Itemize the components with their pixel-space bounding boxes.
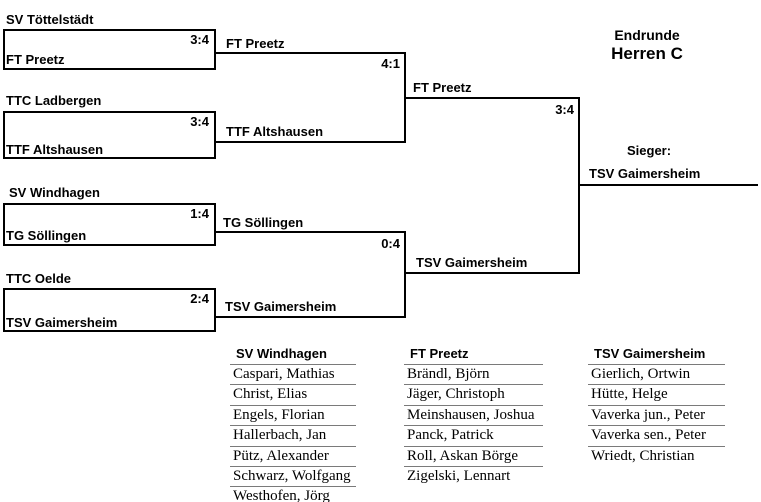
round1-match1-team1: SV Töttelstädt [6,12,94,27]
roster-player: Wriedt, Christian [591,447,695,464]
roster-header: FT Preetz [404,344,543,365]
final-bottom-line [406,272,580,274]
round1-match4-score: 2:4 [190,291,209,306]
final-score: 3:4 [555,102,574,117]
round1-match4-team2: TSV Gaimersheim [6,315,118,330]
winner-name: TSV Gaimersheim [589,166,701,181]
semifinal2-right-line [404,231,406,318]
round1-match2-team2: TTF Altshausen [6,142,104,157]
semifinal1-team1: FT Preetz [226,36,285,51]
roster-player: Meinshausen, Joshua [404,406,543,427]
round1-match3-team1: SV Windhagen [9,185,100,200]
roster-player: Hütte, Helge [588,385,725,406]
roster-player: Engels, Florian [230,406,356,427]
roster-header: TSV Gaimersheim [588,344,725,365]
event-title: Endrunde [614,27,680,43]
event-category: Herren C [611,44,683,63]
semifinal2-team1: TG Söllingen [223,215,304,230]
roster-player: Schwarz, Wolfgang [230,467,356,488]
roster-player: Hallerbach, Jan [230,426,356,447]
round1-match1-team2: FT Preetz [6,52,65,67]
round1-match3-team2: TG Söllingen [6,228,87,243]
round1-match2-team1: TTC Ladbergen [6,93,102,108]
roster-player: Vaverka sen., Peter [588,426,725,447]
semifinal2-team2: TSV Gaimersheim [225,299,337,314]
roster-ft-preetz: FT Preetz Brändl, Björn Jäger, Christoph… [404,344,543,486]
roster-player: Christ, Elias [230,385,356,406]
roster-tsv-gaimersheim: TSV Gaimersheim Gierlich, Ortwin Hütte, … [588,344,725,466]
semifinal1-score: 4:1 [381,56,400,71]
semifinal1-team2: TTF Altshausen [226,124,324,139]
round1-match2-box [3,111,216,159]
semifinal2-bottom-line [215,316,406,318]
round1-match3-box [3,203,216,246]
semifinal1-top-line [215,52,406,54]
round1-match1-box [3,29,216,70]
roster-player: Brändl, Björn [404,365,543,386]
final-top-line [406,97,580,99]
winner-line [580,184,758,186]
semifinal2-top-line [215,231,406,233]
roster-player: Roll, Askan Börge [404,447,543,467]
semifinal1-bottom-line [215,141,406,143]
roster-player: Vaverka jun., Peter [588,406,725,427]
sieger-label: Sieger: [627,143,672,158]
roster-sv-windhagen: SV Windhagen Caspari, Mathias Christ, El… [230,344,356,502]
roster-player: Jäger, Christoph [404,385,543,406]
semifinal2-score: 0:4 [381,236,400,251]
final-team1: FT Preetz [413,80,472,95]
roster-player: Gierlich, Ortwin [588,365,725,386]
round1-match4-box [3,288,216,332]
round1-match2-score: 3:4 [190,114,209,129]
roster-player: Caspari, Mathias [230,365,356,386]
round1-match4-team1: TTC Oelde [6,271,72,286]
round1-match1-score: 3:4 [190,32,209,47]
roster-player: Pütz, Alexander [230,447,356,467]
round1-match3-score: 1:4 [190,206,209,221]
roster-player: Zigelski, Lennart [407,467,511,484]
roster-header: SV Windhagen [230,344,356,365]
final-right-line [578,97,580,274]
final-team2: TSV Gaimersheim [416,255,528,270]
semifinal1-right-line [404,52,406,143]
roster-player: Panck, Patrick [404,426,543,447]
roster-player: Westhofen, Jörg [233,488,330,502]
